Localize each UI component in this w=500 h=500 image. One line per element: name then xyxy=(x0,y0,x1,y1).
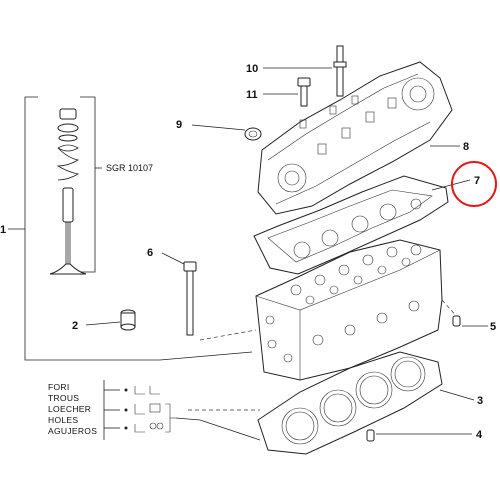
legend-line-1: FORI xyxy=(48,382,70,392)
valve-assembly xyxy=(49,108,87,275)
cover-bolt xyxy=(297,77,311,107)
highlight-circle xyxy=(451,161,497,207)
locating-pin xyxy=(452,315,461,327)
callout-5: 5 xyxy=(490,321,496,333)
callout-11: 11 xyxy=(246,89,258,101)
callout-3: 3 xyxy=(477,395,483,407)
cover-gasket xyxy=(253,175,449,275)
callout-10: 10 xyxy=(246,63,258,75)
cylinder-head-bolt xyxy=(183,261,197,336)
callout-9: 9 xyxy=(176,119,182,131)
legend-line-5: AGUJEROS xyxy=(48,426,97,436)
dowel-pin xyxy=(366,429,375,442)
dowel-bush xyxy=(120,309,136,331)
callout-4: 4 xyxy=(476,429,483,441)
valve-group-bracket: 1 xyxy=(0,96,38,361)
callout-2: 2 xyxy=(72,320,78,332)
callout-6: 6 xyxy=(147,247,153,259)
head-gasket xyxy=(257,351,443,455)
callout-1: 1 xyxy=(0,224,6,236)
valve-group-reference: SGR 10107 xyxy=(106,163,153,173)
legend-line-3: LOECHER xyxy=(48,404,91,414)
legend-line-2: TROUS xyxy=(48,393,79,403)
stud-bolt xyxy=(333,45,347,97)
camshaft-cover xyxy=(257,61,453,215)
holes-legend: FORI TROUS LOECHER HOLES AGUJEROS xyxy=(48,380,176,440)
cylinder-head xyxy=(255,239,443,381)
callout-7: 7 xyxy=(474,175,480,187)
legend-line-4: HOLES xyxy=(48,415,78,425)
callout-8: 8 xyxy=(463,141,469,153)
oil-filler-plug xyxy=(244,127,262,141)
